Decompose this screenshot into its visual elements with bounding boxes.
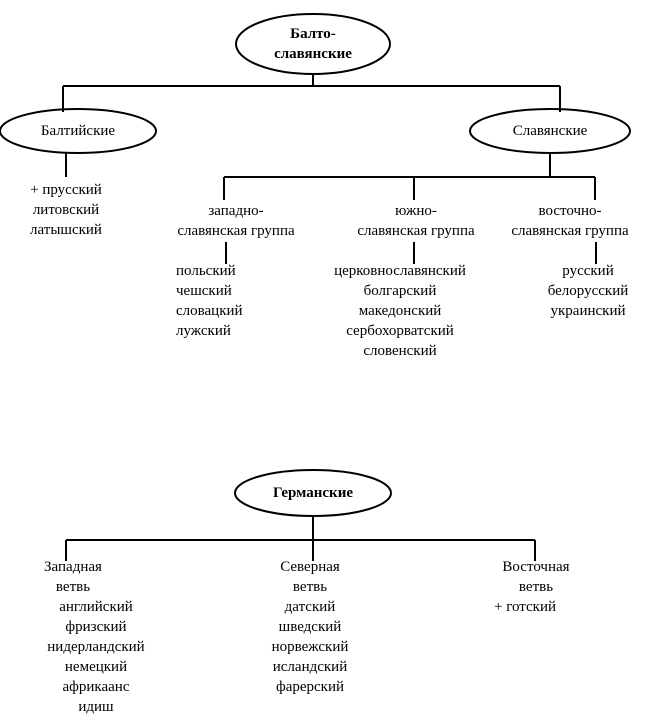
list-item: чешский: [176, 283, 232, 299]
list-item: шведский: [278, 619, 342, 635]
balto-slavic-root-line2: славянские: [274, 46, 352, 62]
list-item: фризский: [65, 619, 127, 635]
germanic-west-line2: ветвь: [55, 579, 91, 595]
west-slavic-line1: западно-: [208, 203, 264, 219]
list-item: польский: [176, 263, 236, 279]
list-item: нидерландский: [47, 639, 145, 655]
list-item: словенский: [363, 343, 437, 359]
list-item: церковнославянский: [334, 263, 466, 279]
germanic-west-line1: Западная: [44, 559, 102, 575]
baltic-ellipse: [0, 108, 157, 154]
south-slavic-group-label: южно- славянская группа: [326, 201, 506, 241]
list-item: украинский: [550, 303, 626, 319]
list-item: датский: [284, 599, 336, 615]
list-item: норвежский: [271, 639, 349, 655]
east-slavic-line1: восточно-: [538, 203, 602, 219]
west-slavic-language-list: польский чешский словацкий лужский: [176, 261, 266, 341]
slavic-label: Славянские: [512, 123, 588, 139]
balto-slavic-root-line1: Балто-: [290, 26, 336, 42]
germanic-east-branch: Восточная ветвь + готский: [476, 557, 596, 617]
germanic-west-branch: Западная ветвь английский фризский нидер…: [36, 557, 156, 717]
list-item: лужский: [176, 323, 231, 339]
list-item: сербохорватский: [346, 323, 454, 339]
south-slavic-language-list: церковнославянский болгарский македонски…: [310, 261, 490, 361]
south-slavic-line1: южно-: [395, 203, 437, 219]
list-item: белорусский: [547, 283, 629, 299]
list-item: идиш: [78, 699, 114, 715]
germanic-north-line1: Северная: [280, 559, 340, 575]
germanic-north-branch: Северная ветвь датский шведский норвежск…: [250, 557, 370, 697]
baltic-language-list: + прусский литовский латышский: [6, 180, 126, 240]
list-item: немецкий: [64, 659, 128, 675]
list-item: македонский: [358, 303, 442, 319]
germanic-east-line2: ветвь: [518, 579, 554, 595]
west-slavic-line2: славянская группа: [177, 223, 295, 239]
list-item: исландский: [272, 659, 348, 675]
balto-slavic-root-label: Балто- славянские: [253, 24, 373, 64]
list-item: болгарский: [363, 283, 437, 299]
list-item: литовский: [32, 202, 100, 218]
germanic-east-line1: Восточная: [502, 559, 570, 575]
germanic-north-line2: ветвь: [292, 579, 328, 595]
west-slavic-group-label: западно- славянская группа: [156, 201, 316, 241]
list-item: + готский: [494, 599, 557, 615]
list-item: английский: [59, 599, 133, 615]
germanic-root-label: Германские: [272, 485, 354, 501]
list-item: словацкий: [176, 303, 243, 319]
list-item: + прусский: [30, 182, 102, 198]
list-item: латышский: [30, 222, 102, 238]
baltic-label: Балтийские: [40, 123, 116, 139]
east-slavic-line2: славянская группа: [511, 223, 629, 239]
list-item: русский: [562, 263, 614, 279]
east-slavic-language-list: русский белорусский украинский: [528, 261, 648, 321]
east-slavic-group-label: восточно- славянская группа: [490, 201, 649, 241]
south-slavic-line2: славянская группа: [357, 223, 475, 239]
list-item: африкаанс: [62, 679, 130, 695]
list-item: фарерский: [275, 679, 345, 695]
